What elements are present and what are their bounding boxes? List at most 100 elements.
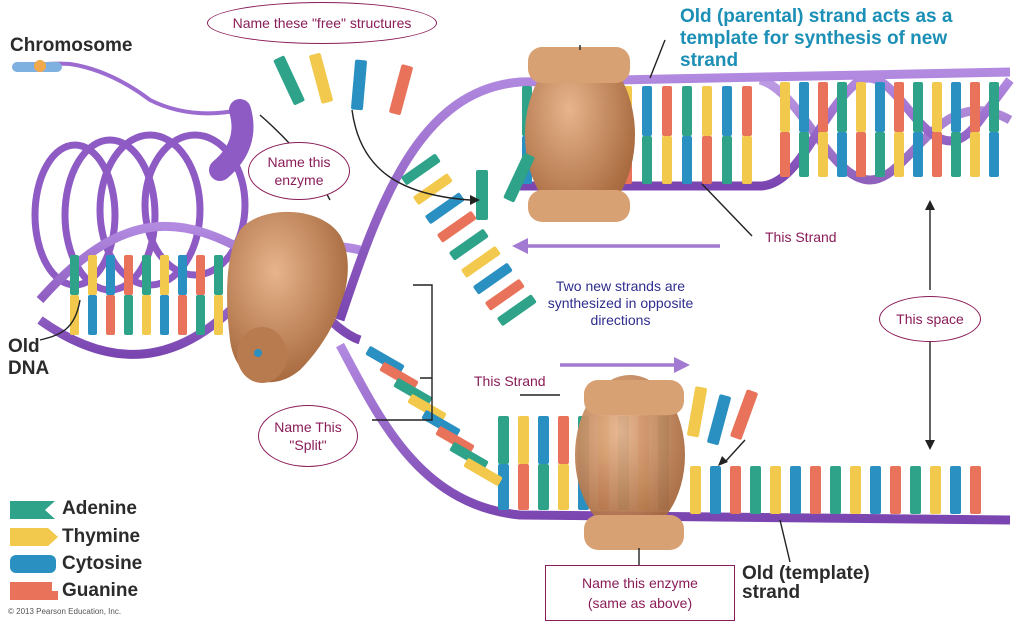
base-block (425, 192, 465, 224)
enzyme-question-text: Name this enzyme (267, 154, 331, 188)
base-block (894, 82, 904, 132)
base-block (970, 132, 980, 177)
base-block (770, 466, 781, 514)
base-block (497, 294, 537, 326)
parental-strand-label: Old (parental) strand acts as a template… (680, 6, 953, 71)
free-nucleotides (273, 53, 758, 445)
base-block (890, 466, 901, 514)
legend-adenine-label: Adenine (62, 498, 137, 519)
base-block (870, 466, 881, 514)
base-block (435, 426, 475, 454)
base-block (70, 255, 79, 295)
base-block (160, 295, 169, 335)
base-block (913, 132, 923, 177)
base-block (518, 416, 529, 464)
chromosome-label: Chromosome (10, 35, 133, 56)
base-block (818, 82, 828, 132)
base-block (498, 416, 509, 464)
base-block (178, 255, 187, 295)
base-block (88, 295, 97, 335)
base-block (407, 394, 447, 422)
base-block (393, 378, 433, 406)
legend-swatches (10, 501, 58, 600)
legend-cytosine: Cytosine (62, 553, 142, 575)
base-block (538, 416, 549, 464)
base-block (662, 86, 672, 136)
base-block (913, 82, 923, 132)
base-block (196, 255, 205, 295)
base-block (461, 246, 501, 278)
base-block (687, 386, 707, 438)
copyright: © 2013 Pearson Education, Inc. (8, 607, 122, 616)
legend-guanine: Guanine (62, 580, 138, 602)
base-block (856, 132, 866, 177)
base-block (722, 136, 732, 184)
base-block (196, 295, 205, 335)
chromosome-strand (12, 60, 254, 181)
base-block (558, 416, 569, 464)
base-block (875, 132, 885, 177)
legend-guanine-label: Guanine (62, 580, 139, 601)
space-question: This space (879, 296, 981, 342)
base-block (932, 82, 942, 132)
base-block (389, 64, 413, 115)
base-block (365, 346, 405, 374)
base-block (750, 466, 761, 514)
base-block (951, 132, 961, 177)
base-block (730, 466, 741, 514)
base-block (379, 362, 419, 390)
base-block (702, 86, 712, 136)
base-block (989, 82, 999, 132)
base-block (730, 389, 758, 440)
enzyme-question: Name this enzyme (248, 142, 350, 200)
base-block (160, 255, 169, 295)
base-block (70, 295, 79, 335)
base-block (178, 295, 187, 335)
base-block (124, 295, 133, 335)
base-block (850, 466, 861, 514)
center-explanation: Two new strands are synthesized in oppos… (547, 278, 694, 328)
enzyme-same-question: Name this enzyme (same as above) (545, 565, 735, 621)
base-block (518, 464, 529, 510)
split-question: Name This "Split" (258, 405, 358, 467)
this-strand-bottom: This Strand (474, 373, 546, 389)
base-block (837, 132, 847, 177)
old-template-label-line2: strand (742, 582, 801, 603)
base-block (449, 229, 489, 260)
base-block (818, 132, 828, 177)
base-block (799, 82, 809, 132)
base-block (780, 132, 790, 177)
base-block (88, 255, 97, 295)
base-block (463, 458, 503, 486)
base-block (830, 466, 841, 514)
base-block (930, 466, 941, 514)
base-block (790, 466, 801, 514)
base-block (142, 295, 151, 335)
base-block (473, 263, 513, 294)
base-block (707, 394, 731, 445)
base-block (837, 82, 847, 132)
base-block (742, 136, 752, 184)
this-strand-top: This Strand (765, 229, 837, 245)
polymerase-top (525, 47, 635, 222)
base-block (351, 59, 367, 111)
base-block (142, 255, 151, 295)
base-block (124, 255, 133, 295)
base-block (498, 464, 509, 510)
base-block (970, 466, 981, 514)
base-block (503, 153, 535, 203)
base-block (810, 466, 821, 514)
base-block (722, 86, 732, 136)
base-block (970, 82, 980, 132)
base-block (476, 170, 488, 220)
base-block (437, 211, 477, 243)
base-block (690, 466, 701, 514)
base-block (951, 82, 961, 132)
base-block (642, 86, 652, 136)
direction-arrows (512, 238, 720, 373)
base-block (799, 132, 809, 177)
base-block (538, 464, 549, 510)
base-block (682, 136, 692, 184)
base-block (309, 53, 333, 104)
